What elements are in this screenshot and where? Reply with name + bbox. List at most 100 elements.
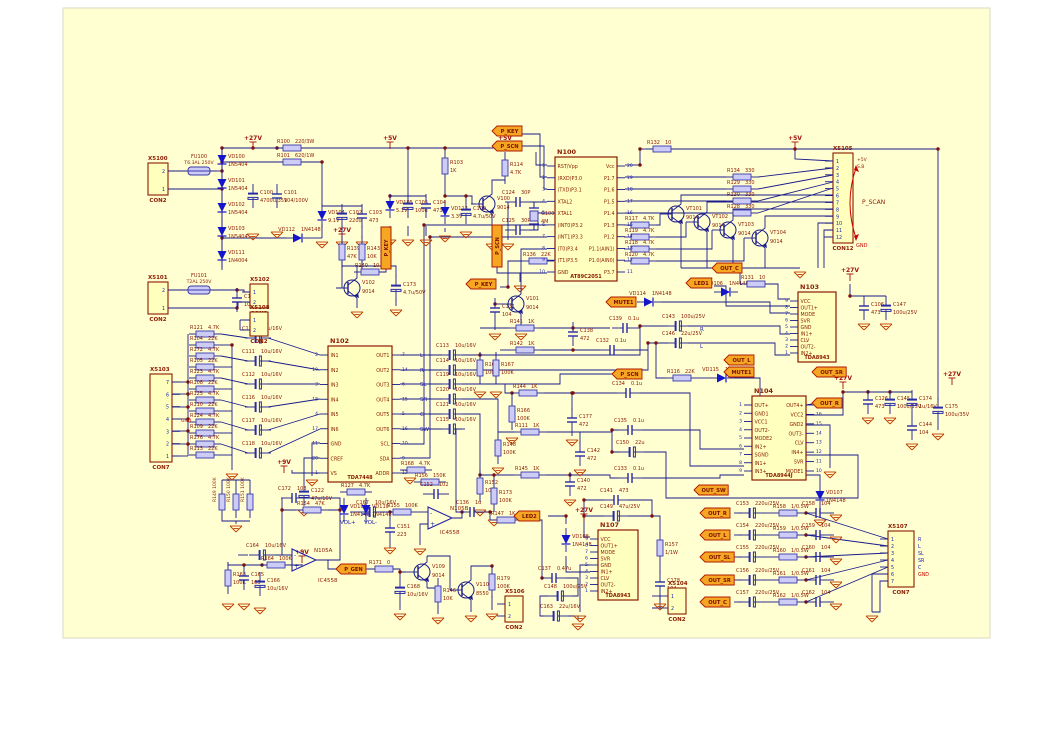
value: 22K [685,369,695,375]
value: 10u/16V [261,418,283,424]
resistor-R176: R176 4.7K [189,435,221,448]
ref: VD104 [328,210,345,216]
flag-text: LED1 [694,281,709,287]
pin-number: 4 [542,198,545,204]
wire [462,383,512,394]
pin-label: XTAL2 [558,199,573,205]
pin-number: 1 [891,537,894,543]
value: 4.7K [208,435,220,441]
ref: R136 [523,252,536,258]
annotation-text: R150 100K [226,476,232,502]
power-label-text: +27V [244,135,262,142]
wire [566,577,579,597]
annotation-text: S.B [857,164,864,170]
ref: VD111 [228,250,245,256]
ref: V110 [476,582,489,588]
value: 4.7u/50V [473,214,496,220]
pin-number: 7 [402,352,405,358]
wire [652,515,661,532]
connector-ref: X5103 [150,367,170,373]
junction [242,563,246,567]
ref: C138 [580,328,593,334]
ref: C136 [456,500,469,506]
net-flag-OUT_L: OUT_L [699,529,731,541]
power-label-text: +27V [333,227,351,234]
junction [506,285,510,289]
ref: R144 [513,384,526,390]
value: 0.1u [615,338,626,344]
annotation-text: R151 100K [240,476,246,502]
ref: R109 [190,424,203,430]
pin-number: 14 [627,234,633,240]
wire [806,474,821,484]
value: 0.1u [628,316,639,322]
pin-number: 14 [816,430,822,436]
wire [357,265,397,277]
value: 104 [502,312,512,318]
junction [610,450,614,454]
junction [646,341,650,345]
annotation-text: R [420,368,424,374]
value: 0 [387,560,390,566]
pin-number: 2 [836,166,839,172]
value: 22K [208,446,218,452]
net-flag-P_SCN: P_SCN [491,140,523,152]
value: 100K [279,556,293,562]
ref: C140 [577,478,590,484]
ref: R173 [499,490,512,496]
flag-text: OUT_L [732,358,751,364]
ref: R141 [510,319,523,325]
value: 472 [579,422,589,428]
power-label: +27V [841,267,859,281]
ground-symbol [473,509,487,517]
value: 10u/16V [265,543,287,549]
value: 473 [619,488,629,494]
value: 100K [501,370,515,376]
ref: C122 [311,488,324,494]
pin-number: 1 [315,470,318,476]
annotation: +5V [857,157,868,163]
pin-number: 16 [402,426,408,432]
wire [419,523,428,545]
wire [220,421,249,431]
junction [186,392,190,396]
junction [492,473,496,477]
pin-number: 13 [627,245,633,251]
pin-label: P1.5 [604,199,615,205]
ref: R176 [190,435,203,441]
wire [400,236,547,459]
pin-label: IN4+ [791,450,803,456]
value: 10u/16V [261,326,283,332]
junction [610,428,614,432]
value: 10u/16V [455,358,477,364]
wire [583,526,590,538]
wire [520,248,547,288]
pin-number: 20 [627,163,633,169]
ground-symbol [270,231,284,239]
value: 8550 [476,591,489,597]
pin-number: 9 [739,468,742,474]
connector-ref: X5102 [250,277,270,283]
flag-text: P_SCN [620,372,638,378]
annotation: SL [420,382,427,388]
minus: - [430,510,432,517]
wire [400,224,547,445]
wire [427,555,451,590]
pin-label: Vcc [606,164,615,170]
ground-symbol [485,613,499,621]
